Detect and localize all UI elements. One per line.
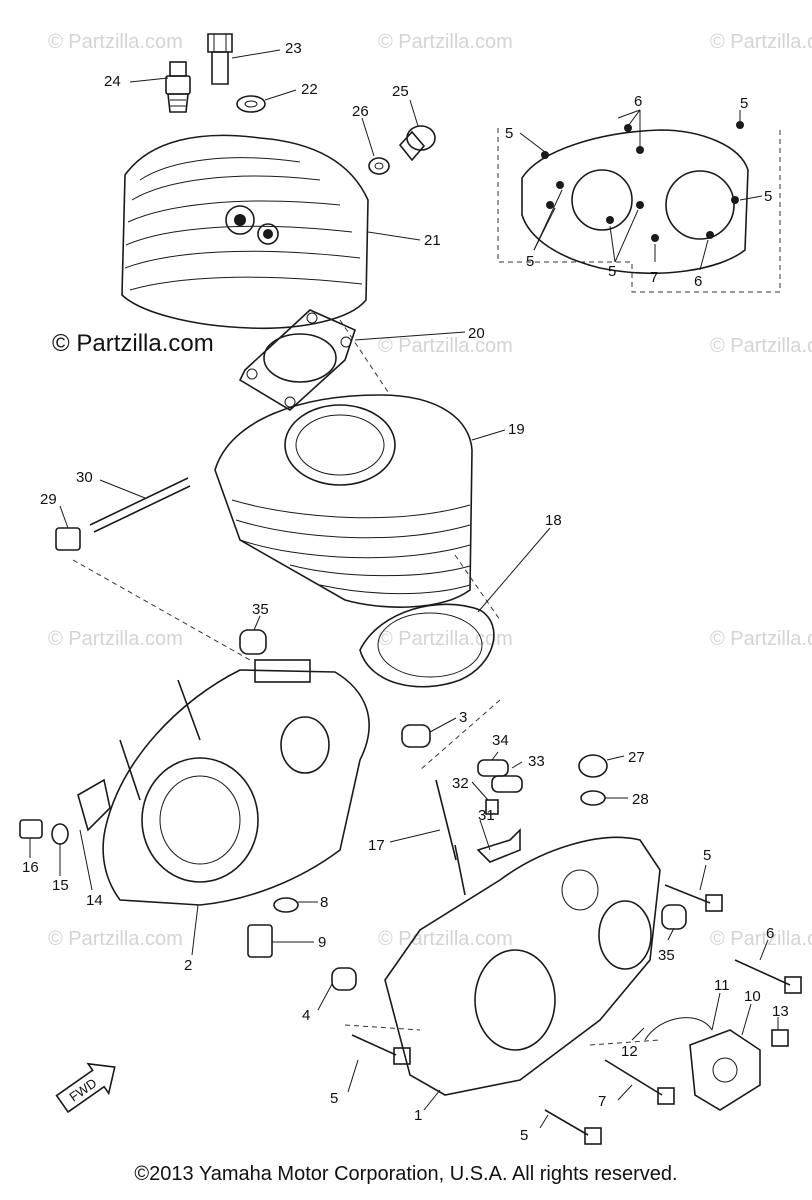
watermark: © Partzilla.com bbox=[48, 928, 183, 950]
callout-number: 20 bbox=[468, 325, 485, 342]
drain-bolt bbox=[247, 924, 273, 958]
drain-plug bbox=[368, 125, 436, 175]
callout-number: 30 bbox=[76, 469, 93, 486]
watermark: © Partzilla.com bbox=[378, 928, 513, 950]
callout-number: 35 bbox=[252, 601, 269, 618]
head-bolt bbox=[207, 33, 233, 85]
roller bbox=[477, 759, 509, 777]
callout-number: 28 bbox=[632, 791, 649, 808]
callout-number: 8 bbox=[320, 894, 328, 911]
callout-number: 15 bbox=[52, 877, 69, 894]
callout-number: 5 bbox=[703, 847, 711, 864]
callout-number: 5 bbox=[330, 1090, 338, 1107]
copyright-notice: ©2013 Yamaha Motor Corporation, U.S.A. A… bbox=[134, 1163, 678, 1185]
washer bbox=[273, 897, 299, 913]
base-gasket bbox=[359, 603, 495, 688]
callout-number: 5 bbox=[740, 95, 748, 112]
fwd-label: FWD bbox=[67, 1075, 100, 1104]
callout-number: 22 bbox=[301, 81, 318, 98]
callout-number: 26 bbox=[352, 103, 369, 120]
watermark: © Partzilla.com bbox=[710, 928, 812, 950]
dowel-pin bbox=[401, 724, 431, 748]
watermark: © Partzilla.com bbox=[710, 335, 812, 357]
dowel-pin bbox=[239, 629, 267, 655]
callout-number: 2 bbox=[184, 957, 192, 974]
callout-number: 6 bbox=[766, 925, 774, 942]
o-ring bbox=[580, 790, 606, 806]
callout-number: 5 bbox=[608, 263, 616, 280]
callout-number: 13 bbox=[772, 1003, 789, 1020]
leader-lines bbox=[29, 49, 779, 1129]
callout-number: 34 bbox=[492, 732, 509, 749]
right-crankcase bbox=[384, 779, 661, 1096]
callout-number: 35 bbox=[658, 947, 675, 964]
cylinder bbox=[214, 394, 473, 608]
callout-number: 17 bbox=[368, 837, 385, 854]
callout-number: 21 bbox=[424, 232, 441, 249]
watermark: © Partzilla.com bbox=[710, 31, 812, 53]
callout-number: 29 bbox=[40, 491, 57, 508]
callout-number: 27 bbox=[628, 749, 645, 766]
callout-number: 12 bbox=[621, 1043, 638, 1060]
cylinder-head bbox=[121, 134, 369, 330]
callout-number: 10 bbox=[744, 988, 761, 1005]
callout-number: 23 bbox=[285, 40, 302, 57]
fwd-arrow-icon: FWD bbox=[55, 1062, 116, 1114]
watermark: © Partzilla.com bbox=[48, 31, 183, 53]
watermark: © Partzilla.com bbox=[378, 31, 513, 53]
watermark: © Partzilla.com bbox=[48, 628, 183, 650]
stud bbox=[485, 799, 499, 815]
bolt bbox=[19, 819, 43, 839]
callout-number: 5 bbox=[764, 188, 772, 205]
callout-number: 5 bbox=[505, 125, 513, 142]
callout-number: 9 bbox=[318, 934, 326, 951]
callout-number: 19 bbox=[508, 421, 525, 438]
bracket bbox=[476, 828, 521, 863]
filler-plug bbox=[578, 754, 608, 778]
case-bolts bbox=[351, 884, 802, 1145]
watermark: © Partzilla.com bbox=[710, 628, 812, 650]
callout-number: 24 bbox=[104, 73, 121, 90]
spark-plug bbox=[165, 61, 191, 113]
dowel-pin bbox=[331, 967, 357, 991]
callout-number: 6 bbox=[634, 93, 642, 110]
crankcase-inset bbox=[497, 121, 781, 293]
dowel-pin bbox=[661, 904, 687, 930]
callout-number: 25 bbox=[392, 83, 409, 100]
callout-number: 1 bbox=[414, 1107, 422, 1124]
watermark-layer: © Partzilla.com © Partzilla.com © Partzi… bbox=[48, 31, 812, 950]
roller bbox=[491, 775, 523, 793]
callout-number: 33 bbox=[528, 753, 545, 770]
watermark: © Partzilla.com bbox=[378, 335, 513, 357]
main-watermark: © Partzilla.com bbox=[52, 330, 214, 357]
callout-number: 11 bbox=[714, 977, 730, 994]
washer bbox=[236, 95, 266, 113]
head-gasket bbox=[238, 309, 356, 411]
callout-labels: 23 24 22 25 26 21 20 19 30 29 18 35 3 34… bbox=[22, 40, 789, 1144]
callout-number: 4 bbox=[302, 1007, 310, 1024]
callout-number: 14 bbox=[86, 892, 103, 909]
callout-number: 18 bbox=[545, 512, 562, 529]
callout-number: 16 bbox=[22, 859, 39, 876]
callout-number: 32 bbox=[452, 775, 469, 792]
left-crankcase bbox=[77, 659, 370, 906]
oil-pump-cover bbox=[644, 1017, 789, 1111]
callout-number: 6 bbox=[694, 273, 702, 290]
assembly-lines bbox=[72, 319, 661, 1046]
callout-number: 7 bbox=[598, 1093, 606, 1110]
callout-number: 5 bbox=[526, 253, 534, 270]
callout-number: 5 bbox=[520, 1127, 528, 1144]
callout-number: 3 bbox=[459, 709, 467, 726]
callout-number: 31 bbox=[478, 807, 495, 824]
callout-number: 7 bbox=[650, 269, 658, 286]
washer bbox=[51, 823, 69, 845]
